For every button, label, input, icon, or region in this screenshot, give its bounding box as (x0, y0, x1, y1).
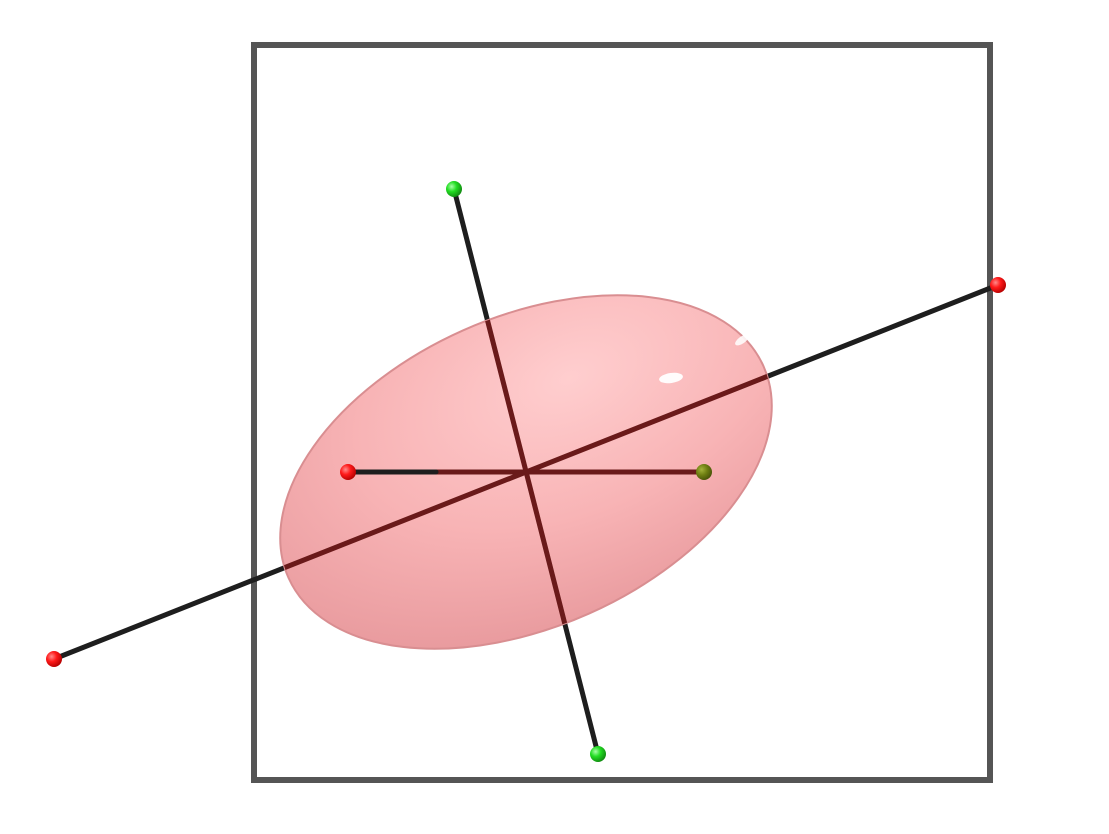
olive-endpoint-marker (696, 464, 712, 480)
specular-highlight-small (735, 334, 749, 346)
green-endpoint-marker (446, 181, 462, 197)
red-endpoint-marker (46, 651, 62, 667)
bounding-box-frame (251, 42, 993, 783)
red-endpoint-marker (340, 464, 356, 480)
axes-inside-ellipsoid (225, 224, 827, 720)
red-endpoint-marker (990, 277, 1006, 293)
specular-highlight (659, 372, 683, 384)
green-endpoint-marker (590, 746, 606, 762)
